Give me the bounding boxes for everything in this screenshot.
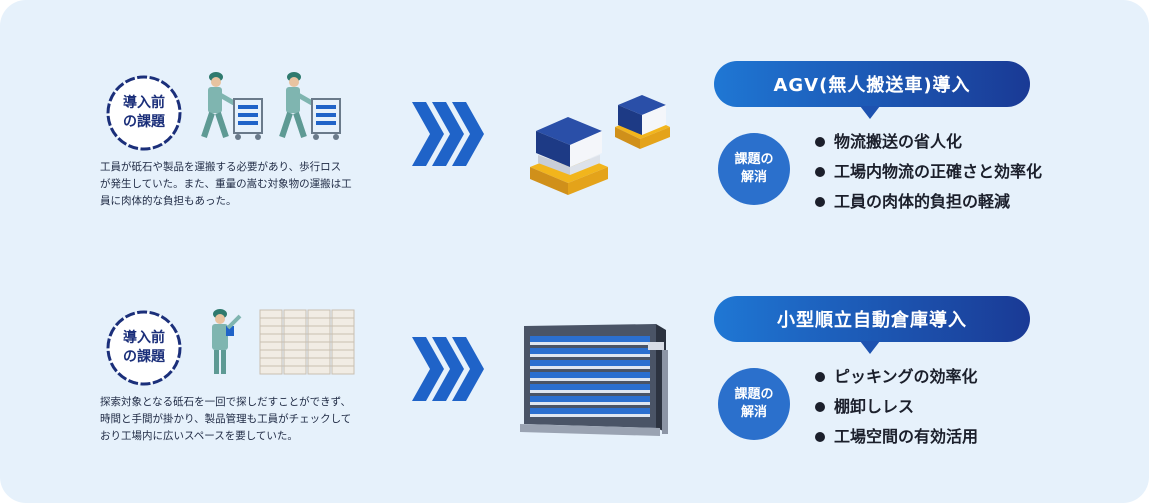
list-item: 物流搬送の省人化 (815, 127, 1042, 157)
solution-title: 小型順立自動倉庫導入 (777, 310, 967, 331)
solution-points: ピッキングの効率化 棚卸しレス 工場空間の有効活用 (815, 362, 978, 452)
solve-badge-line1: 課題の (734, 387, 774, 402)
description-line: 探索対象となる砥石を一回で探しだすことができず、 (100, 396, 351, 408)
solution-points: 物流搬送の省人化 工場内物流の正確さと効率化 工員の肉体的負担の軽減 (815, 127, 1042, 217)
point-text: 工場空間の有効活用 (834, 427, 979, 446)
point-text: 工場内物流の正確さと効率化 (834, 162, 1043, 181)
solution-title-banner: 小型順立自動倉庫導入 (714, 296, 1030, 354)
point-text: 棚卸しレス (834, 397, 915, 416)
list-item: ピッキングの効率化 (815, 362, 978, 392)
list-item: 工場空間の有効活用 (815, 422, 978, 452)
point-text: 物流搬送の省人化 (834, 132, 963, 151)
description-line: 員に肉体的な負担もあった。 (100, 195, 237, 207)
list-item: 工員の肉体的負担の軽減 (815, 187, 1042, 217)
list-item: 工場内物流の正確さと効率化 (815, 157, 1042, 187)
description-line: 工員が砥石や製品を運搬する必要があり、歩行ロス (100, 161, 342, 173)
bullet-icon (815, 402, 825, 412)
banner-tail (860, 106, 880, 119)
automated-warehouse-icon (520, 324, 668, 436)
solution-title-banner: AGV(無人搬送車)導入 (714, 61, 1030, 119)
point-text: 工員の肉体的負担の軽減 (834, 192, 1011, 211)
before-badge: 導入前 の課題 (104, 308, 184, 388)
agv-robot-icon (530, 95, 670, 195)
solve-badge: 課題の 解消 (718, 133, 790, 205)
solve-badge: 課題の 解消 (718, 368, 790, 440)
bullet-icon (815, 167, 825, 177)
solve-badge-line2: 解消 (740, 405, 767, 420)
list-item: 棚卸しレス (815, 392, 978, 422)
before-badge-line2: の課題 (123, 349, 165, 365)
worker-with-shelves-icon (212, 309, 355, 375)
before-badge-line1: 導入前 (123, 95, 165, 111)
before-badge-line2: の課題 (123, 114, 165, 130)
solve-badge-line2: 解消 (740, 170, 767, 185)
chevrons-right-icon (412, 337, 484, 401)
problem-description: 探索対象となる砥石を一回で探しだすことができず、 時間と手間が掛かり、製品管理も… (100, 394, 385, 445)
bullet-icon (815, 372, 825, 382)
description-line: 時間と手間が掛かり、製品管理も工員がチェックして (100, 413, 352, 425)
before-badge-line1: 導入前 (123, 330, 165, 346)
problem-description: 工員が砥石や製品を運搬する必要があり、歩行ロス が発生していた。また、重量の嵩む… (100, 159, 385, 210)
scalloped-badge-icon (106, 75, 182, 151)
bullet-icon (815, 137, 825, 147)
description-line: おり工場内に広いスペースを要していた。 (100, 430, 298, 442)
chevrons-right-icon (412, 102, 484, 166)
agv-section: 導入前 の課題 (0, 55, 1149, 255)
before-badge: 導入前 の課題 (104, 73, 184, 153)
bullet-icon (815, 432, 825, 442)
bullet-icon (815, 197, 825, 207)
solution-title: AGV(無人搬送車)導入 (773, 75, 971, 96)
warehouse-section: 導入前 の課題 (0, 290, 1149, 490)
banner-tail (860, 341, 880, 354)
description-line: が発生していた。また、重量の嵩む対象物の運搬は工 (100, 178, 352, 190)
workers-pushing-carts-icon (201, 72, 341, 140)
point-text: ピッキングの効率化 (834, 367, 978, 386)
scalloped-badge-icon (106, 310, 182, 386)
solve-badge-line1: 課題の (734, 152, 774, 167)
